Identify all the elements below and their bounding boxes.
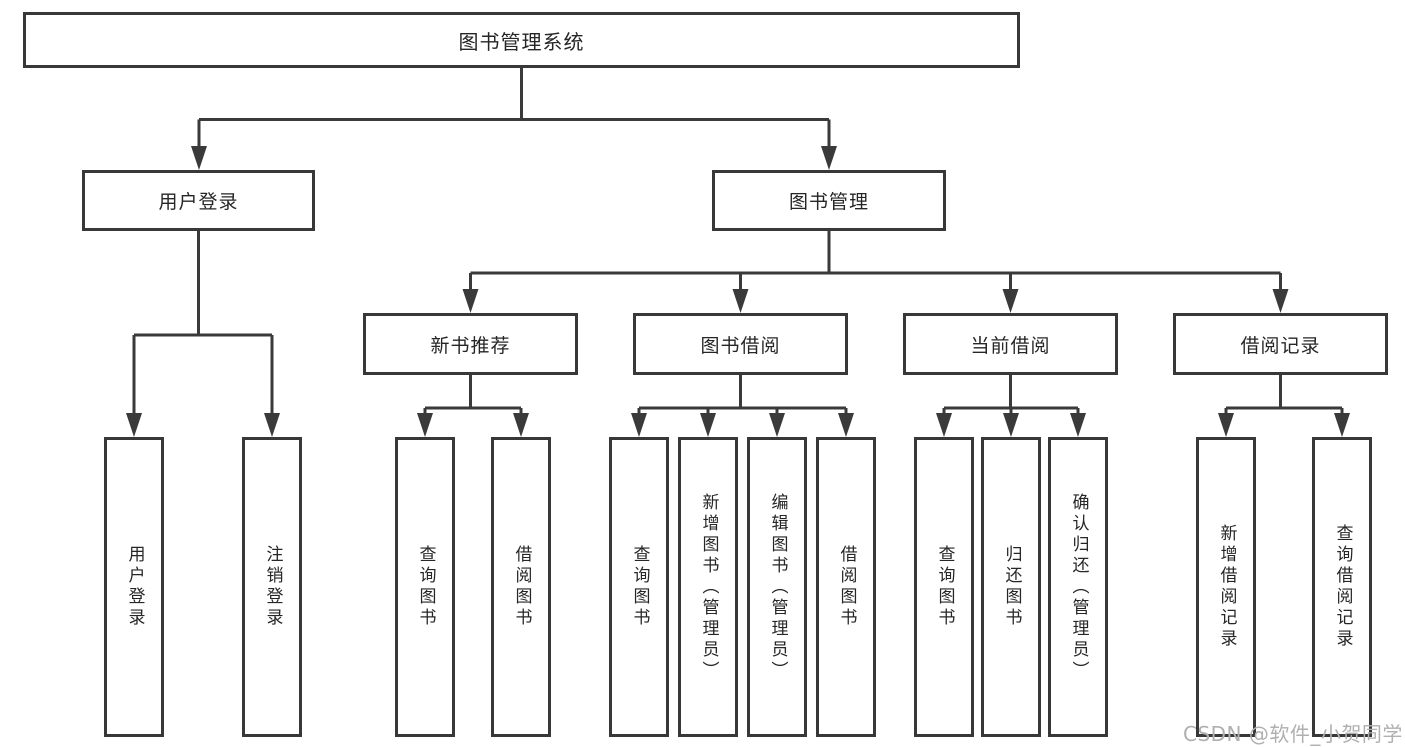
connector-root-to-level2: [191, 68, 837, 170]
connector-book-mgmt-children: [462, 231, 1289, 313]
arrowhead-icon: [821, 146, 837, 170]
arrowhead-icon: [417, 413, 433, 437]
arrowhead-icon: [1218, 413, 1234, 437]
leaf-bb-edit-books-admin: 编辑图书（管理员）: [747, 437, 807, 737]
arrowhead-icon: [1002, 289, 1019, 313]
arrowhead-icon: [732, 289, 749, 313]
arrowhead-icon: [1272, 289, 1289, 313]
leaf-cb-query-books: 查询图书: [914, 437, 974, 737]
leaf-bb-query-books: 查询图书: [609, 437, 669, 737]
arrowhead-icon: [700, 413, 716, 437]
arrowhead-icon: [1334, 413, 1350, 437]
node-new-book-recommendation: 新书推荐: [363, 313, 578, 375]
leaf-bb-borrow-books: 借阅图书: [816, 437, 876, 737]
node-user-login: 用户登录: [82, 170, 315, 231]
csdn-watermark: CSDN @软件_小贺同学: [1183, 722, 1403, 746]
connector-new-book-rec-children: [417, 375, 529, 437]
arrowhead-icon: [631, 413, 647, 437]
arrowhead-icon: [936, 413, 952, 437]
arrowhead-icon: [513, 413, 529, 437]
leaf-cb-return-books: 归还图书: [981, 437, 1041, 737]
node-root-library-system: 图书管理系统: [23, 12, 1020, 68]
leaf-bb-add-books-admin: 新增图书（管理员）: [678, 437, 738, 737]
connector-current-borrow-children: [936, 375, 1086, 437]
node-borrowing-records: 借阅记录: [1173, 313, 1388, 375]
arrowhead-icon: [838, 413, 854, 437]
node-book-management: 图书管理: [712, 170, 946, 231]
arrowhead-icon: [1003, 413, 1019, 437]
arrowhead-icon: [191, 146, 207, 170]
connector-book-borrow-children: [631, 375, 854, 437]
leaf-logout: 注销登录: [242, 437, 302, 737]
leaf-br-query-record: 查询借阅记录: [1312, 437, 1372, 737]
leaf-nbr-borrow-books: 借阅图书: [491, 437, 551, 737]
node-book-borrowing: 图书借阅: [633, 313, 848, 375]
leaf-user-login: 用户登录: [104, 437, 164, 737]
leaf-nbr-query-books: 查询图书: [395, 437, 455, 737]
node-current-borrowing: 当前借阅: [903, 313, 1118, 375]
arrowhead-icon: [462, 289, 479, 313]
arrowhead-icon: [1070, 413, 1086, 437]
arrowhead-icon: [264, 413, 280, 437]
leaf-br-add-record: 新增借阅记录: [1196, 437, 1256, 737]
connector-user-login-children: [126, 231, 280, 437]
leaf-cb-confirm-return-admin: 确认归还（管理员）: [1048, 437, 1108, 737]
arrowhead-icon: [126, 413, 142, 437]
connector-borrow-records-children: [1218, 375, 1350, 437]
arrowhead-icon: [769, 413, 785, 437]
